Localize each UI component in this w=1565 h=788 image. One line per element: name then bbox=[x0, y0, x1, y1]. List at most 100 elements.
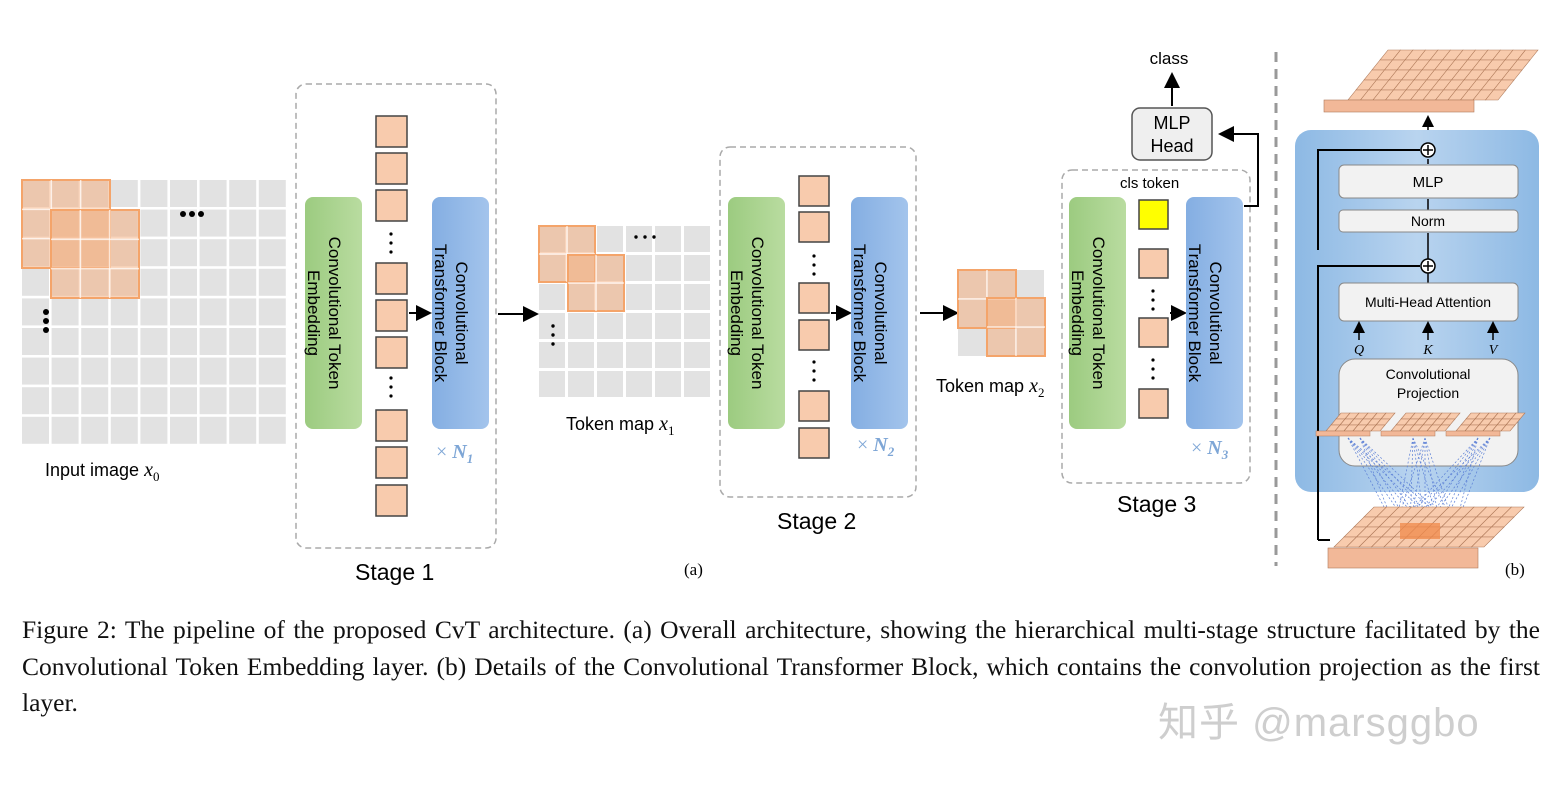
stage3-embedding-box bbox=[1069, 197, 1126, 429]
ellipsis-dot bbox=[551, 324, 555, 328]
ellipsis-dot bbox=[652, 235, 656, 239]
token bbox=[375, 152, 408, 185]
watermark: 知乎 @marsggbo bbox=[1158, 701, 1480, 745]
grid-cell bbox=[655, 255, 681, 281]
token bbox=[1138, 388, 1169, 419]
grid-cell bbox=[626, 226, 652, 252]
grid-cell bbox=[626, 342, 652, 368]
token bbox=[375, 115, 408, 148]
slab-cell bbox=[1370, 424, 1386, 432]
projection-line bbox=[1394, 437, 1479, 529]
ellipsis-dot bbox=[1151, 376, 1155, 380]
plus-icon bbox=[1423, 145, 1433, 155]
token bbox=[375, 446, 408, 479]
grid-cell bbox=[655, 226, 681, 252]
grid-cell bbox=[170, 239, 197, 267]
ellipsis-dot bbox=[1151, 289, 1155, 293]
input-image-grid bbox=[21, 179, 286, 444]
ellipsis-dot bbox=[551, 342, 555, 346]
slab-cell bbox=[1484, 89, 1507, 101]
grid-cell bbox=[258, 328, 286, 355]
cvt-figure: Input image x0 Convolutional TokenEmbedd… bbox=[21, 49, 1539, 585]
class-label: class bbox=[1150, 49, 1189, 68]
grid-cell bbox=[140, 416, 168, 444]
grid-cell bbox=[110, 357, 138, 385]
grid-cell bbox=[597, 342, 623, 368]
grid-cell bbox=[51, 298, 79, 326]
grid-cell bbox=[597, 371, 623, 397]
stage2-embedding-box bbox=[728, 197, 785, 429]
slab-cell bbox=[1500, 424, 1516, 432]
grid-cell bbox=[684, 284, 710, 310]
grid-cell bbox=[199, 209, 227, 237]
grid-cell bbox=[258, 416, 286, 444]
token-map1-grid bbox=[538, 225, 710, 397]
ellipsis-dot bbox=[812, 272, 816, 276]
grid-cell bbox=[597, 313, 623, 339]
token bbox=[798, 427, 830, 459]
grid-cell bbox=[51, 357, 79, 385]
grid-cell bbox=[51, 387, 79, 415]
grid-cell bbox=[140, 239, 168, 267]
grid-cell bbox=[258, 239, 286, 267]
grid-cell bbox=[140, 180, 168, 207]
ellipsis-dot bbox=[198, 211, 204, 217]
grid-cell bbox=[110, 416, 138, 444]
grid-cell bbox=[110, 180, 138, 207]
stage1-frame bbox=[295, 83, 497, 549]
grid-cell bbox=[568, 371, 594, 397]
grid-cell bbox=[229, 328, 257, 355]
mlp-label: MLP bbox=[1413, 174, 1444, 191]
grid-cell bbox=[199, 416, 227, 444]
grid-cell bbox=[258, 180, 286, 207]
grid-cell bbox=[110, 328, 138, 355]
token bbox=[798, 282, 830, 314]
cls-token bbox=[1138, 199, 1169, 230]
ellipsis-dot bbox=[1151, 367, 1155, 371]
grid-cell bbox=[655, 313, 681, 339]
conv-projection-box bbox=[1338, 358, 1519, 467]
projection-line bbox=[1409, 437, 1479, 529]
grid-cell bbox=[170, 328, 197, 355]
grid-cell bbox=[258, 298, 286, 326]
slab-edge bbox=[1323, 99, 1475, 113]
ellipsis-dot bbox=[643, 235, 647, 239]
grid-cell bbox=[110, 298, 138, 326]
grid-cell bbox=[1016, 270, 1044, 298]
grid-cell bbox=[568, 342, 594, 368]
grid-cell bbox=[258, 357, 286, 385]
ellipsis-dot bbox=[1151, 358, 1155, 362]
token bbox=[798, 319, 830, 351]
conv-patch bbox=[50, 209, 140, 299]
stage3-block-box bbox=[1186, 197, 1243, 429]
grid-cell bbox=[958, 328, 986, 356]
stage2-embedding-label: Convolutional TokenEmbedding bbox=[727, 237, 767, 390]
stage1-block-box bbox=[432, 197, 489, 429]
grid-cell bbox=[81, 328, 109, 355]
stage1-token-column bbox=[375, 115, 408, 517]
grid-cell bbox=[655, 371, 681, 397]
projection-line bbox=[1424, 437, 1479, 529]
stage2-block-label: ConvolutionalTransformer Block bbox=[850, 244, 890, 383]
grid-cell bbox=[170, 387, 197, 415]
grid-cell bbox=[170, 298, 197, 326]
ellipsis-dot bbox=[812, 254, 816, 258]
ellipsis-dot bbox=[634, 235, 638, 239]
token bbox=[375, 484, 408, 517]
grid-cell bbox=[539, 284, 565, 310]
grid-cell bbox=[170, 416, 197, 444]
projection-line bbox=[1412, 437, 1456, 529]
grid-cell bbox=[170, 180, 197, 207]
grid-cell bbox=[170, 357, 197, 385]
grid-cell bbox=[626, 371, 652, 397]
input-image-label: Input image x0 bbox=[45, 459, 159, 484]
grid-cell bbox=[684, 255, 710, 281]
ellipsis-dot bbox=[43, 327, 49, 333]
token bbox=[375, 262, 408, 295]
grid-cell bbox=[684, 226, 710, 252]
grid-cell bbox=[568, 313, 594, 339]
stage1-embedding-label: Convolutional TokenEmbedding bbox=[304, 237, 344, 390]
panel-a-label: (a) bbox=[684, 560, 703, 579]
token bbox=[375, 336, 408, 369]
input-token-slab bbox=[1327, 506, 1525, 569]
